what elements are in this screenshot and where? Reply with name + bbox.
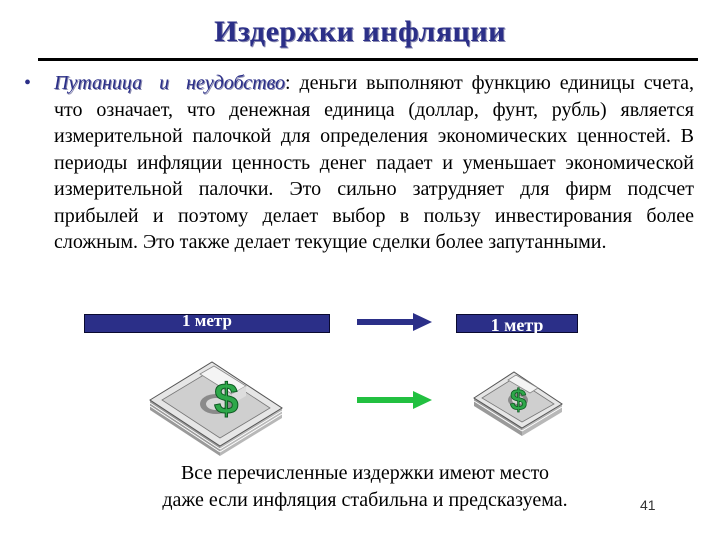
ruler-bar-long-label: 1 метр <box>182 311 232 330</box>
svg-text:$: $ <box>214 375 238 424</box>
ruler-bar-short-label: 1 метр <box>490 315 544 335</box>
caption-line-1: Все перечисленные издержки имеют место <box>180 462 550 484</box>
title-divider <box>38 58 698 61</box>
ruler-bar-long: 1 метр <box>84 311 330 333</box>
money-stack-small-icon: $ <box>473 371 563 436</box>
arrow-right-icon <box>357 391 432 409</box>
caption-line-2: даже если инфляция стабильна и предсказу… <box>162 489 568 511</box>
slide-title-text: Издержки инфляции <box>214 15 506 48</box>
money-stack-large-icon: $ <box>149 361 283 456</box>
slide-caption: Все перечисленные издержки имеют место д… <box>100 460 630 514</box>
body-paragraph: Путаница и неудобство: деньги выполняют … <box>54 70 694 256</box>
arrow-right-icon <box>357 313 432 331</box>
svg-text:$: $ <box>510 384 527 417</box>
ruler-bar-short: 1 метр <box>456 314 578 335</box>
bullet-marker: • <box>24 72 32 94</box>
page-number: 41 <box>640 497 656 513</box>
body-text: : деньги выполняют функцию единицы счета… <box>54 72 694 253</box>
slide-title: Издержки инфляции <box>0 10 720 54</box>
key-term: Путаница и неудобство <box>54 72 285 94</box>
